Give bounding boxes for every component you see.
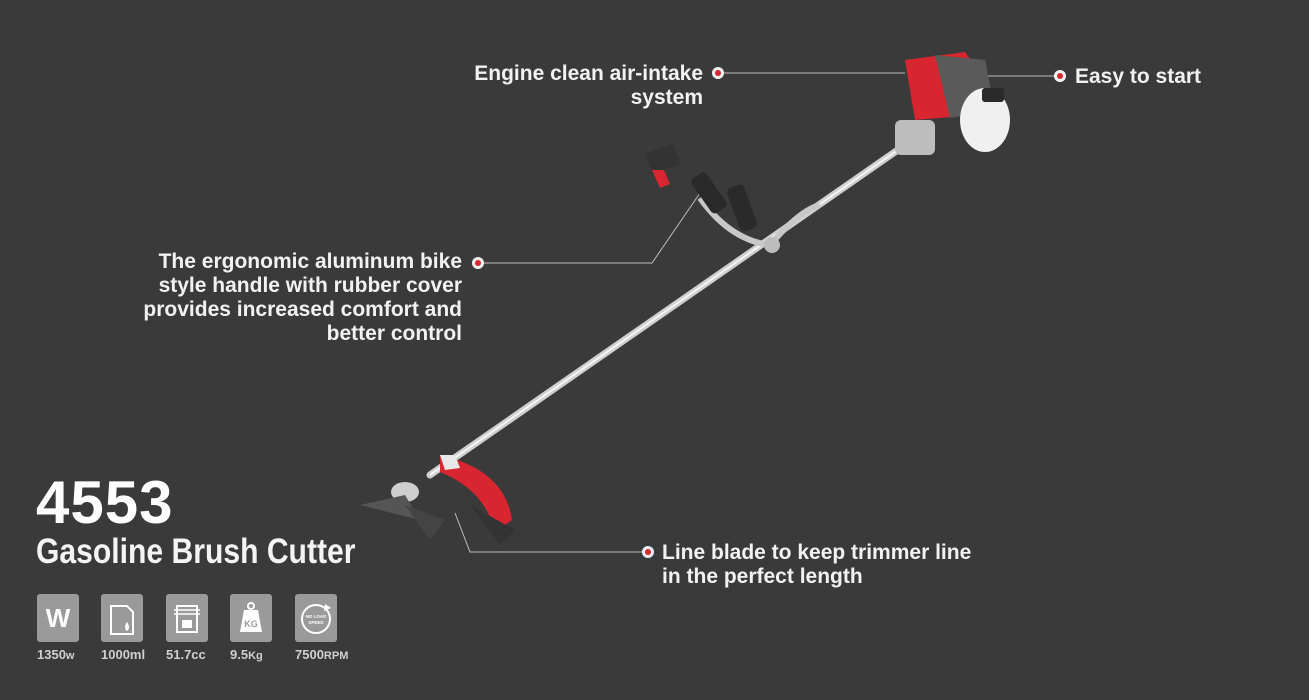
fuel-tank-icon [101,594,143,642]
spec-displacement: 51.7cc [166,647,206,662]
callout-easy-start: Easy to start [1075,65,1202,88]
product-name: Gasoline Brush Cutter [36,532,356,571]
engine-displacement-icon [166,594,208,642]
svg-text:KG: KG [244,619,258,629]
callout-engine-air-intake: Engine clean air-intake system [474,62,703,109]
speed-icon: NO LOAD SPEED [295,594,337,642]
callout-handle: The ergonomic aluminum bike style handle… [143,250,462,345]
callout-lines [454,72,1058,553]
model-number: 4553 [36,469,174,536]
svg-text:W: W [46,603,71,633]
svg-text:SPEED: SPEED [308,620,324,625]
cutter-head [360,455,515,545]
spec-wattage: 1350w [37,647,75,662]
spec-speed: 7500RPM [295,647,349,662]
callout-dots [472,67,1066,558]
spec-weight: 9.5Kg [230,647,263,662]
svg-text:NO LOAD: NO LOAD [306,614,327,619]
callout-line-blade: Line blade to keep trimmer line in the p… [662,541,972,588]
wattage-icon: W [37,594,79,642]
weight-icon: KG [230,594,272,642]
spec-fuel-capacity: 1000ml [101,647,146,662]
engine [895,52,1010,155]
